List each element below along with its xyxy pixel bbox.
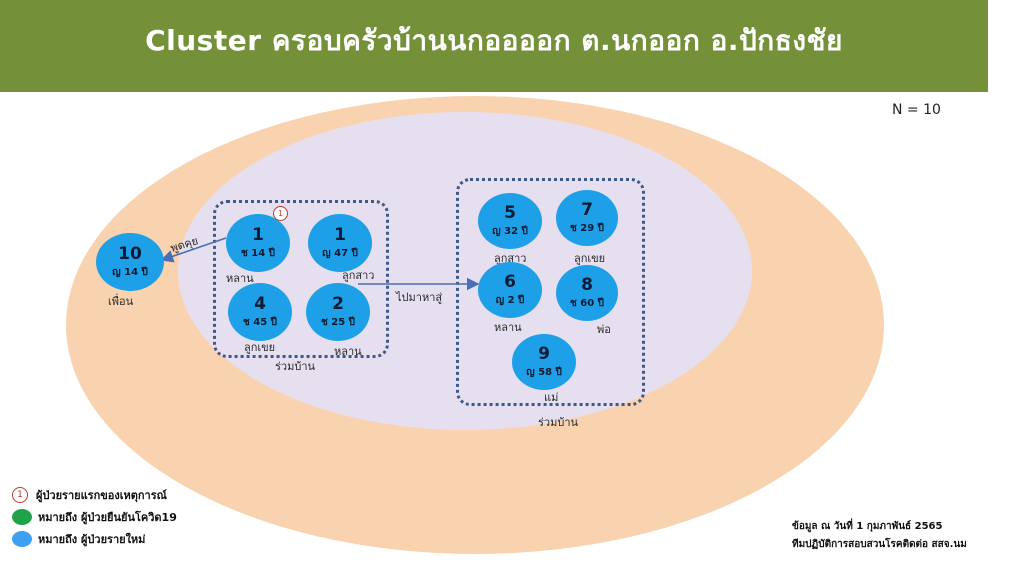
case-number: 2 [332,294,344,314]
case-info: ญ 58 ปี [526,367,562,378]
case-info: ช 45 ปี [242,317,277,328]
case-info: ช 25 ปี [320,317,355,328]
case-number: 8 [581,275,593,295]
case-node: 10 ญ 14 ปี [96,233,164,291]
case-number: 1 [334,225,346,245]
index-case-icon: 1 [12,487,28,503]
case-relation: เพื่อน [108,295,134,308]
case-relation: พ่อ [597,323,611,336]
page-title: Cluster ครอบครัวบ้านนกออออก ต.นกออก อ.ปั… [145,24,843,57]
case-number: 10 [118,244,142,264]
case-info: ญ 32 ปี [492,226,528,237]
title-banner: Cluster ครอบครัวบ้านนกออออก ต.นกออก อ.ปั… [0,0,988,92]
household-group-b [456,178,645,406]
legend-item: 1 ผู้ป่วยรายแรกของเหตุการณ์ [12,484,177,506]
case-number: 9 [538,344,550,364]
case-relation: หลาน [226,272,254,285]
case-relation: ลูกเขย [574,252,606,265]
source-team: ทีมปฏิบัติการสอบสวนโรคติดต่อ สสจ.นม [792,539,967,550]
case-node: 2 ช 25 ปี [306,283,370,341]
case-node: 8 ช 60 ปี [556,265,618,321]
case-node: 6 ญ 2 ปี [478,262,542,318]
case-relation: หลาน [494,321,522,334]
green-dot-icon [12,509,32,525]
case-number: 7 [581,200,593,220]
blue-dot-icon [12,531,32,547]
group-caption: ร่วมบ้าน [538,416,579,429]
legend-text: หมายถึง ผู้ป่วยยืนยันโควิด19 [38,511,177,524]
legend-item: หมายถึง ผู้ป่วยยืนยันโควิด19 [12,506,177,528]
case-info: ญ 14 ปี [112,267,148,278]
case-relation: แม่ [544,391,559,404]
link-label-visit: ไปมาหาสู่ [396,291,443,304]
case-node: 5 ญ 32 ปี [478,193,542,249]
group-caption: ร่วมบ้าน [275,360,316,373]
case-node: 9 ญ 58 ปี [512,334,576,390]
total-cases-label: N = 10 [892,102,941,118]
family-ellipse [178,112,752,430]
legend-text: ผู้ป่วยรายแรกของเหตุการณ์ [36,489,167,502]
legend: 1 ผู้ป่วยรายแรกของเหตุการณ์ หมายถึง ผู้ป… [12,484,177,550]
case-relation: ลูกสาว [494,252,527,265]
case-info: ญ 47 ปี [322,248,358,259]
case-number: 6 [504,272,516,292]
source-note: ข้อมูล ณ วันที่ 1 กุมภาพันธ์ 2565 ทีมปฏิ… [792,518,967,554]
case-info: ช 14 ปี [240,248,275,259]
case-number: 5 [504,203,516,223]
case-node: 1 ญ 47 ปี [308,214,372,272]
legend-item: หมายถึง ผู้ป่วยรายใหม่ [12,528,177,550]
case-node: 1 ช 14 ปี [226,214,290,272]
case-number: 4 [254,294,266,314]
source-date: ข้อมูล ณ วันที่ 1 กุมภาพันธ์ 2565 [792,521,943,532]
index-case-marker-icon: 1 [273,206,288,221]
case-relation: ลูกเขย [244,341,276,354]
case-relation: หลาน [334,345,362,358]
case-node: 4 ช 45 ปี [228,283,292,341]
case-info: ญ 2 ปี [495,295,525,306]
legend-text: หมายถึง ผู้ป่วยรายใหม่ [38,533,146,546]
case-info: ช 60 ปี [569,298,604,309]
case-number: 1 [252,225,264,245]
right-margin [988,0,1024,566]
case-relation: ลูกสาว [342,269,375,282]
case-node: 7 ช 29 ปี [556,190,618,246]
case-info: ช 29 ปี [569,223,604,234]
household-group-a [213,200,389,358]
